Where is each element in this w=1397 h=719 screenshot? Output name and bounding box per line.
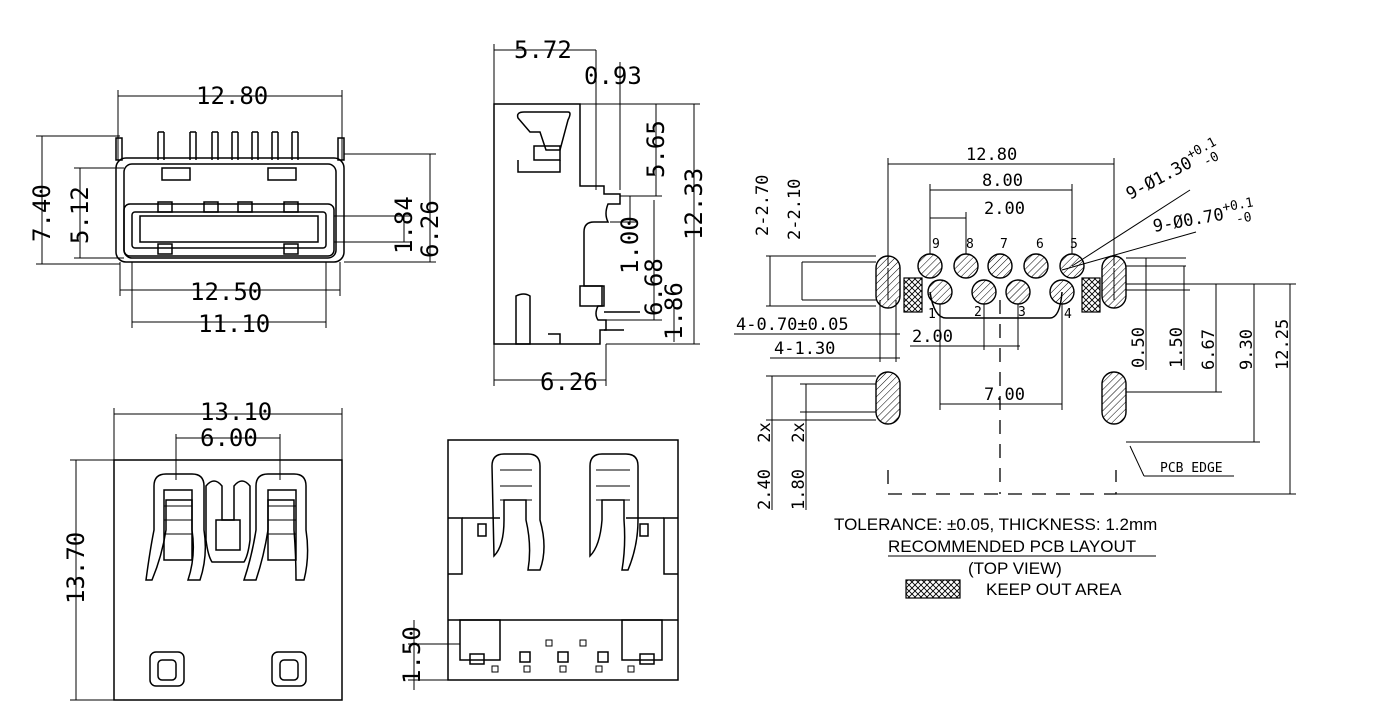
pin-label-4: 4: [1064, 307, 1072, 322]
dim-pcb-front-span: 7.00: [984, 385, 1025, 405]
dim-front-height-right: 6.26: [416, 200, 444, 258]
hole-small-text: 9-Ø0.70: [1151, 205, 1225, 237]
dim-side-gap: 1.00: [616, 216, 644, 274]
notes: TOLERANCE: ±0.05, THICKNESS: 1.2mm RECOM…: [834, 515, 1157, 599]
dim-side-offset: 0.93: [584, 62, 642, 90]
pin-label-9: 9: [932, 237, 940, 252]
dim-pcb-v1225: 12.25: [1273, 319, 1293, 370]
pcb-layout: 12.80 8.00 2.00 9-Ø1.30+0.1-0 9-Ø0.70+0.…: [734, 135, 1296, 510]
pin-label-2: 2: [974, 305, 982, 320]
dim-pcb-rear-h2: 1.80 2x: [789, 422, 809, 510]
dim-rear-height: 1.50: [398, 626, 426, 684]
dim-top-width: 13.10: [200, 398, 272, 426]
dim-pcb-slot-h2: 2-2.10: [785, 179, 805, 240]
front-view: 12.80: [28, 82, 444, 338]
side-view: 5.72 0.93 12.33 5.65 1.00 6.68 1.86 6.26: [493, 36, 708, 396]
dim-pcb-rear-h1-mult: 2x: [755, 422, 775, 442]
dim-pcb-rear-h2-val: 1.80: [789, 469, 809, 510]
dim-pcb-pin-pitch: 2.00: [984, 199, 1025, 219]
dim-pcb-row-pitch: 2.00: [912, 327, 953, 347]
pin-row-top: 9 8 7 6 5: [917, 237, 1085, 279]
dim-side-small: 1.86: [660, 282, 688, 340]
note-view: (TOP VIEW): [968, 559, 1062, 578]
pin-label-1: 1: [928, 307, 936, 322]
keep-out-left: [903, 277, 923, 313]
dim-side-bottom-width: 6.26: [540, 368, 598, 396]
rear-view: 1.50: [398, 439, 679, 690]
keep-out-right: [1081, 277, 1101, 313]
dim-front-width-top: 12.80: [196, 82, 268, 110]
pin-label-5: 5: [1070, 237, 1078, 252]
dim-pcb-total-width: 12.80: [966, 145, 1017, 165]
dim-front-height-inner: 5.12: [66, 186, 94, 244]
hole-small-label: 9-Ø0.70+0.1-0: [1151, 195, 1257, 241]
dim-pcb-v150: 1.50: [1167, 327, 1187, 368]
top-view: 13.10 6.00 13.70: [62, 398, 343, 701]
dim-pcb-pin-span: 8.00: [982, 171, 1023, 191]
dim-pcb-rear-h2-mult: 2x: [789, 422, 809, 442]
pcb-edge-label: PCB EDGE: [1160, 461, 1223, 476]
dim-side-height-total: 12.33: [680, 168, 708, 240]
dim-pcb-slot-width: 4-0.70±0.05: [736, 315, 849, 335]
pin-label-7: 7: [1000, 237, 1008, 252]
dim-pcb-v050: 0.50: [1129, 327, 1149, 368]
slot-rear-left: [875, 371, 901, 425]
dim-front-width-bottom: 11.10: [198, 310, 270, 338]
dim-side-height-a: 5.65: [642, 120, 670, 178]
slot-rear-right: [1101, 371, 1127, 425]
dim-pcb-v930: 9.30: [1237, 329, 1257, 370]
dim-side-top-width: 5.72: [514, 36, 572, 64]
hole-large-text: 9-Ø1.30: [1123, 153, 1196, 204]
dim-pcb-rear-h1: 2.40 2x: [755, 422, 775, 510]
dim-top-height: 13.70: [62, 532, 90, 604]
note-title: RECOMMENDED PCB LAYOUT: [888, 537, 1136, 556]
dim-front-tongue-height: 1.84: [390, 196, 418, 254]
hole-large-label: 9-Ø1.30+0.1-0: [1121, 135, 1226, 209]
dim-top-pitch: 6.00: [200, 424, 258, 452]
dim-pcb-slot-h1: 2-2.70: [753, 175, 773, 236]
hole-small-tol-plus: +0.1: [1221, 195, 1254, 215]
note-tolerance: TOLERANCE: ±0.05, THICKNESS: 1.2mm: [834, 515, 1157, 534]
dim-front-height-outer: 7.40: [28, 184, 56, 242]
pin-label-3: 3: [1018, 305, 1026, 320]
pin-row-bottom: 1 2 3 4: [927, 279, 1075, 322]
keep-out-legend-swatch: [905, 579, 961, 599]
dim-front-width-inner: 12.50: [190, 278, 262, 306]
dim-pcb-v667: 6.67: [1199, 329, 1219, 370]
pin-label-6: 6: [1036, 237, 1044, 252]
dim-pcb-slot-length: 4-1.30: [774, 339, 835, 359]
hole-large-tol-minus: -0: [1201, 149, 1222, 170]
note-keep-out: KEEP OUT AREA: [986, 580, 1122, 599]
dim-side-height-b: 6.68: [640, 258, 668, 316]
pin-label-8: 8: [966, 237, 974, 252]
hole-small-tol-minus: -0: [1235, 210, 1253, 227]
dim-pcb-rear-h1-val: 2.40: [755, 469, 775, 510]
